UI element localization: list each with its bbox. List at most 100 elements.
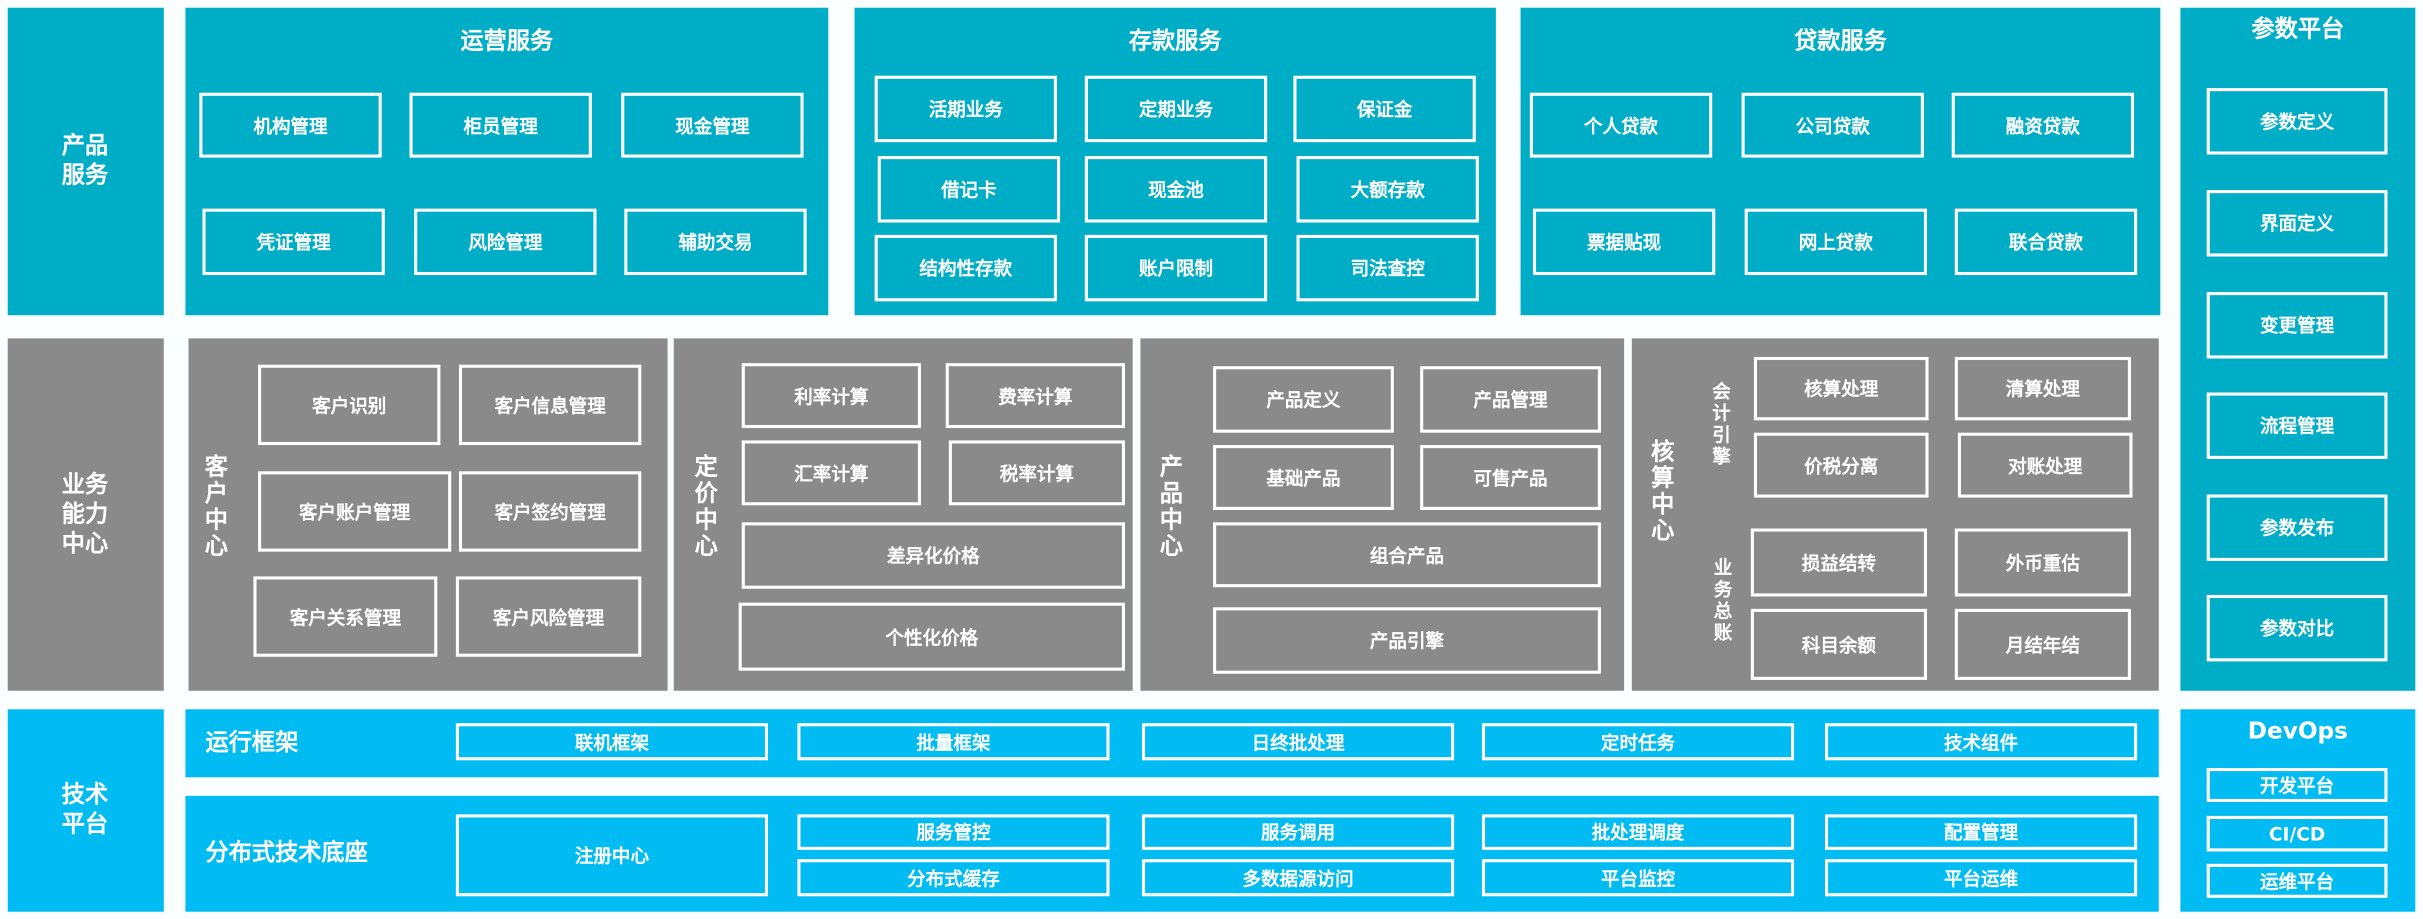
- pricing-center-title: 定价中心: [691, 454, 720, 560]
- distributed-item[interactable]: 批处理调度: [1481, 814, 1795, 850]
- layer-label-text: 产品 服务: [61, 131, 109, 189]
- distributed-item[interactable]: 平台运维: [1824, 859, 2138, 897]
- deposits-item[interactable]: 司法查控: [1296, 234, 1479, 302]
- operations-item[interactable]: 现金管理: [621, 92, 804, 158]
- product-item[interactable]: 基础产品: [1213, 445, 1394, 510]
- customer-item[interactable]: 客户账户管理: [258, 471, 452, 552]
- operations-item[interactable]: 风险管理: [414, 208, 597, 276]
- pricing-center-panel: [673, 338, 1133, 691]
- deposits-service-title: 存款服务: [1128, 27, 1222, 55]
- accounting-item[interactable]: 核算处理: [1753, 356, 1929, 421]
- parameter-platform-item[interactable]: 参数对比: [2206, 594, 2388, 662]
- distributed-item[interactable]: 配置管理: [1824, 814, 2138, 850]
- loans-item[interactable]: 票据贴现: [1532, 208, 1716, 276]
- loans-service-title: 贷款服务: [1794, 27, 1887, 55]
- parameter-platform-item[interactable]: 参数发布: [2206, 494, 2388, 561]
- accounting-center-title: 核算中心: [1648, 438, 1676, 544]
- product-center-title: 产品中心: [1156, 454, 1185, 560]
- accounting-engine-label: 会计引擎: [1709, 381, 1732, 469]
- parameter-platform-title: 参数平台: [2251, 14, 2345, 43]
- devops-title: DevOps: [2247, 717, 2348, 745]
- product-item[interactable]: 组合产品: [1213, 522, 1601, 588]
- layer-label-text: 技术 平台: [61, 780, 109, 838]
- product-item[interactable]: 产品管理: [1420, 366, 1601, 433]
- pricing-item[interactable]: 利率计算: [741, 363, 921, 429]
- devops-item[interactable]: 开发平台: [2206, 768, 2388, 803]
- loans-item[interactable]: 融资贷款: [1951, 92, 2135, 158]
- loans-service-panel: [1520, 7, 2161, 316]
- accounting-item[interactable]: 损益结转: [1750, 528, 1927, 597]
- runtime-item[interactable]: 日终批处理: [1141, 723, 1455, 761]
- customer-item[interactable]: 客户风险管理: [455, 576, 642, 657]
- parameter-platform-item[interactable]: 变更管理: [2206, 292, 2388, 359]
- runtime-item[interactable]: 批量框架: [797, 723, 1110, 761]
- runtime-item[interactable]: 技术组件: [1824, 723, 2138, 761]
- loans-item[interactable]: 公司贷款: [1741, 92, 1924, 158]
- operations-item[interactable]: 凭证管理: [202, 208, 385, 276]
- customer-item[interactable]: 客户关系管理: [253, 576, 438, 657]
- layer-label-product-services: [7, 7, 164, 316]
- loans-item[interactable]: 联合贷款: [1954, 208, 2138, 276]
- distributed-item[interactable]: 服务调用: [1141, 814, 1455, 850]
- product-item[interactable]: 产品引擎: [1213, 607, 1601, 674]
- deposits-item[interactable]: 活期业务: [874, 75, 1057, 143]
- customer-item[interactable]: 客户识别: [258, 364, 441, 446]
- pricing-item[interactable]: 汇率计算: [741, 440, 921, 506]
- customer-center-title: 客户中心: [201, 454, 230, 560]
- deposits-item[interactable]: 现金池: [1084, 156, 1268, 223]
- devops-item[interactable]: 运维平台: [2206, 863, 2388, 898]
- distributed-item[interactable]: 平台监控: [1481, 859, 1795, 897]
- devops-panel: [2180, 709, 2416, 912]
- distributed-base-title: 分布式技术底座: [205, 838, 368, 867]
- customer-item[interactable]: 客户签约管理: [458, 471, 642, 552]
- loans-item[interactable]: 个人贷款: [1529, 92, 1713, 158]
- deposits-item[interactable]: 结构性存款: [874, 234, 1057, 302]
- deposits-service-panel: [854, 7, 1496, 316]
- parameter-platform-item[interactable]: 参数定义: [2206, 88, 2388, 155]
- operations-item[interactable]: 柜员管理: [409, 92, 592, 158]
- operations-item[interactable]: 辅助交易: [624, 208, 807, 276]
- layer-label-text: 业务 能力 中心: [61, 470, 109, 558]
- parameter-platform-item[interactable]: 流程管理: [2206, 392, 2388, 459]
- customer-center-panel: [188, 338, 668, 691]
- parameter-platform-panel: [2180, 7, 2416, 691]
- layer-label-tech-platform: [7, 709, 164, 912]
- runtime-framework-panel: [185, 709, 2159, 778]
- pricing-item[interactable]: 税率计算: [948, 440, 1125, 506]
- pricing-item[interactable]: 差异化价格: [741, 522, 1125, 589]
- deposits-item[interactable]: 大额存款: [1296, 156, 1479, 223]
- layer-label-capability-center: [7, 338, 164, 691]
- runtime-item[interactable]: 联机框架: [455, 723, 769, 761]
- operations-service-panel: [185, 7, 829, 316]
- pricing-item[interactable]: 个性化价格: [738, 602, 1125, 671]
- distributed-item[interactable]: 多数据源访问: [1141, 859, 1455, 897]
- runtime-framework-title: 运行框架: [205, 728, 299, 757]
- accounting-item[interactable]: 外币重估: [1954, 528, 2131, 597]
- operations-service-title: 运营服务: [460, 27, 554, 55]
- parameter-platform-item[interactable]: 界面定义: [2206, 190, 2388, 257]
- accounting-item[interactable]: 科目余额: [1750, 608, 1927, 680]
- pricing-item[interactable]: 费率计算: [945, 363, 1125, 429]
- devops-item[interactable]: CI/CD: [2206, 815, 2388, 852]
- accounting-item[interactable]: 价税分离: [1753, 432, 1929, 498]
- distributed-item[interactable]: 注册中心: [455, 814, 769, 897]
- product-center-panel: [1140, 338, 1625, 691]
- deposits-item[interactable]: 借记卡: [877, 156, 1061, 223]
- operations-item[interactable]: 机构管理: [199, 92, 382, 158]
- accounting-item[interactable]: 对账处理: [1957, 432, 2133, 498]
- product-item[interactable]: 可售产品: [1420, 445, 1601, 510]
- deposits-item[interactable]: 账户限制: [1084, 234, 1268, 302]
- runtime-item[interactable]: 定时任务: [1481, 723, 1795, 761]
- distributed-item[interactable]: 服务管控: [797, 814, 1110, 850]
- business-ledger-label: 业务总账: [1711, 557, 1734, 645]
- deposits-item[interactable]: 保证金: [1293, 75, 1476, 143]
- accounting-center-panel: [1631, 338, 2159, 691]
- accounting-item[interactable]: 月结年结: [1954, 608, 2131, 680]
- product-item[interactable]: 产品定义: [1213, 366, 1394, 433]
- accounting-item[interactable]: 清算处理: [1954, 356, 2131, 421]
- loans-item[interactable]: 网上贷款: [1744, 208, 1927, 276]
- customer-item[interactable]: 客户信息管理: [458, 364, 642, 446]
- distributed-item[interactable]: 分布式缓存: [797, 859, 1110, 897]
- deposits-item[interactable]: 定期业务: [1084, 75, 1268, 143]
